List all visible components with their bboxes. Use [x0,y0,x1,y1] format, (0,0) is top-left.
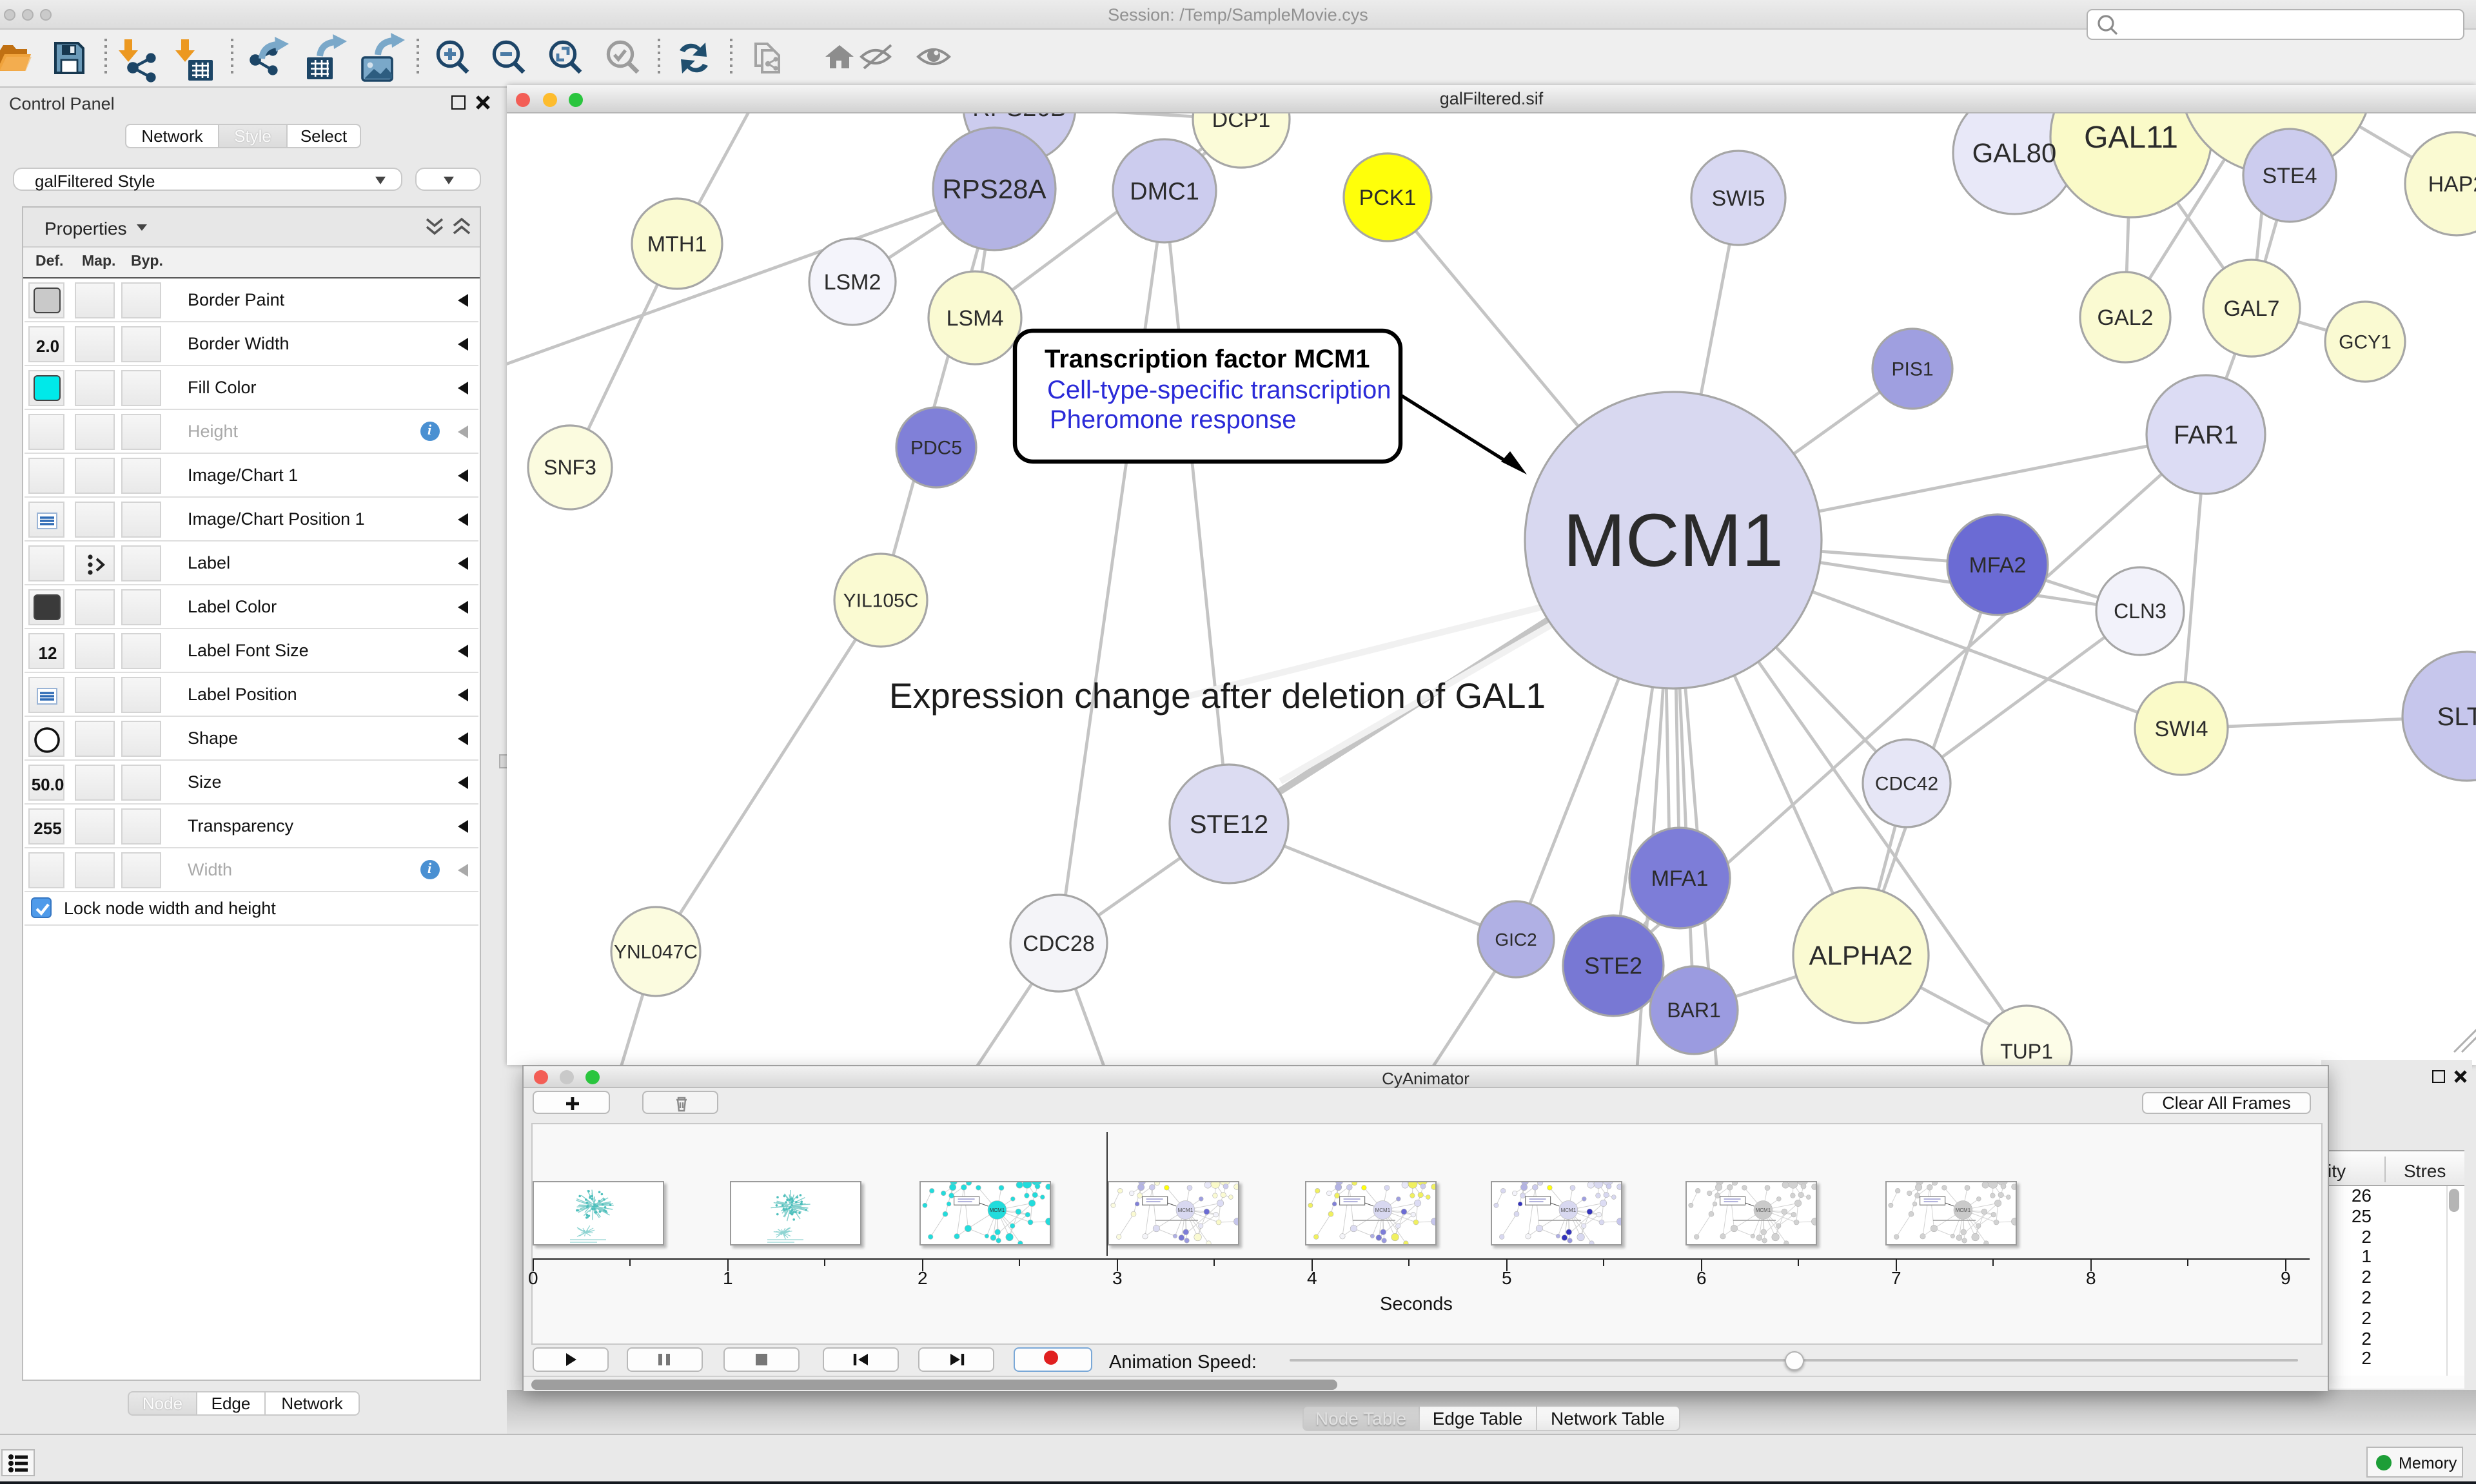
svg-text:DCP1: DCP1 [1212,113,1271,132]
svg-text:GIC2: GIC2 [1495,930,1537,950]
svg-text:PCK1: PCK1 [1359,186,1417,210]
svg-text:LSM2: LSM2 [824,270,881,295]
svg-text:STE12: STE12 [1190,810,1268,839]
svg-text:YNL047C: YNL047C [614,942,698,963]
svg-text:MCM1: MCM1 [1956,1207,1971,1213]
svg-text:STE4: STE4 [2262,164,2317,188]
svg-text:DMC1: DMC1 [1130,178,1199,205]
svg-text:SLT2: SLT2 [2437,703,2476,731]
svg-text:ALPHA2: ALPHA2 [1809,941,1912,971]
svg-text:LSM4: LSM4 [947,306,1004,331]
svg-text:FAR1: FAR1 [2174,421,2238,449]
svg-text:HAP2: HAP2 [2428,172,2476,197]
svg-text:MFA2: MFA2 [1969,553,2027,578]
svg-text:PIS1: PIS1 [1891,359,1933,380]
svg-text:BAR1: BAR1 [1667,999,1721,1022]
svg-text:GAL11: GAL11 [2084,121,2178,155]
svg-text:MCM1: MCM1 [1375,1207,1391,1213]
svg-text:SWI4: SWI4 [2154,717,2208,741]
svg-text:CLN3: CLN3 [2114,600,2166,623]
svg-text:STE2: STE2 [1584,953,1642,979]
svg-text:MCM1: MCM1 [1178,1207,1194,1213]
svg-text:YIL105C: YIL105C [843,591,919,612]
svg-text:MCM1: MCM1 [1560,1207,1576,1213]
svg-text:CDC42: CDC42 [1875,774,1938,795]
svg-text:RPS28A: RPS28A [942,174,1046,204]
svg-text:GAL80: GAL80 [1972,138,2057,168]
svg-text:MFA1: MFA1 [1651,866,1709,891]
svg-text:Transcription factor MCM1: Transcription factor MCM1 [1045,345,1370,373]
svg-text:GAL2: GAL2 [2098,306,2154,330]
svg-text:MTH1: MTH1 [647,232,707,257]
svg-text:MCM1: MCM1 [989,1207,1005,1213]
svg-text:PDC5: PDC5 [910,438,962,459]
svg-text:CDC28: CDC28 [1023,932,1094,956]
svg-text:SNF3: SNF3 [544,456,596,479]
svg-text:TUP1: TUP1 [2000,1040,2053,1063]
svg-text:RPS26B: RPS26B [972,113,1066,122]
svg-text:Cell-type-specific transcripti: Cell-type-specific transcription [1047,376,1391,404]
svg-text:MCM1: MCM1 [1756,1207,1771,1213]
svg-text:Pheromone response: Pheromone response [1050,405,1296,434]
svg-text:GCY1: GCY1 [2339,332,2392,353]
svg-text:MCM1: MCM1 [1563,498,1783,582]
svg-text:SWI5: SWI5 [1711,186,1765,211]
svg-text:GAL7: GAL7 [2224,297,2280,321]
svg-text:Expression change after deleti: Expression change after deletion of GAL1 [889,676,1546,716]
